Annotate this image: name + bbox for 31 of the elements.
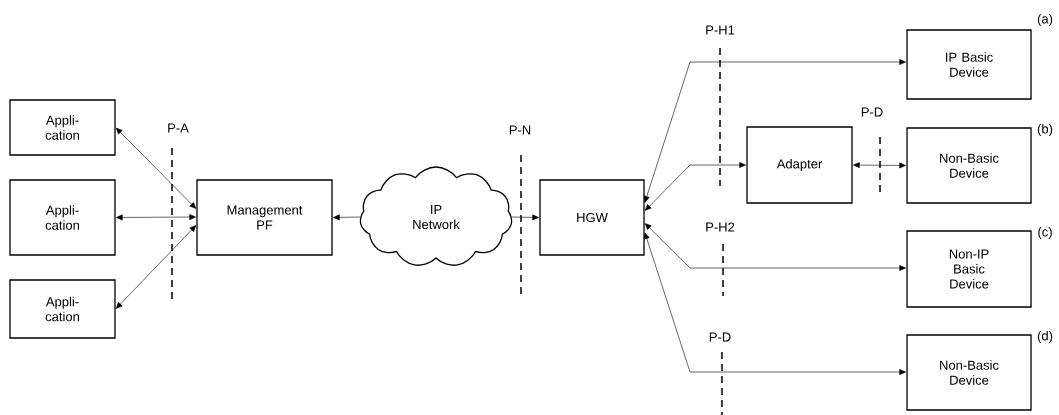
arrow — [643, 232, 906, 375]
adapter-box: Adapter — [746, 126, 853, 204]
arrow — [115, 127, 197, 209]
arrow — [115, 225, 197, 309]
reference-point-label: P-H1 — [706, 25, 735, 35]
arrow — [644, 223, 906, 271]
reference-point-label: P-N — [509, 125, 531, 135]
reference-point-label: P-A — [168, 123, 189, 133]
device-box: Non-Basic Device — [906, 127, 1032, 204]
arrow — [853, 162, 906, 169]
reference-point-label: P-D — [709, 332, 731, 342]
item-letter: (d) — [1037, 330, 1053, 344]
arrow — [333, 214, 361, 221]
application-box: Appli- cation — [9, 99, 116, 156]
gateway-box: HGW — [539, 179, 645, 256]
reference-point-label: P-D — [861, 107, 883, 117]
device-box: Non-Basic Device — [906, 334, 1032, 411]
item-letter: (b) — [1037, 123, 1053, 137]
network-cloud: IP Network — [359, 166, 513, 266]
arrow — [644, 162, 746, 211]
application-box: Appli- cation — [9, 279, 116, 339]
reference-point-label: P-H2 — [706, 222, 735, 232]
device-box: Non-IP Basic Device — [906, 230, 1032, 308]
arrow — [643, 59, 906, 203]
application-box: Appli- cation — [9, 179, 116, 256]
item-letter: (a) — [1037, 13, 1053, 27]
platform-box: Management PF — [196, 179, 333, 256]
item-letter: (c) — [1038, 226, 1052, 240]
arrow — [511, 214, 539, 221]
arrow — [116, 214, 196, 221]
device-box: IP Basic Device — [906, 29, 1032, 100]
